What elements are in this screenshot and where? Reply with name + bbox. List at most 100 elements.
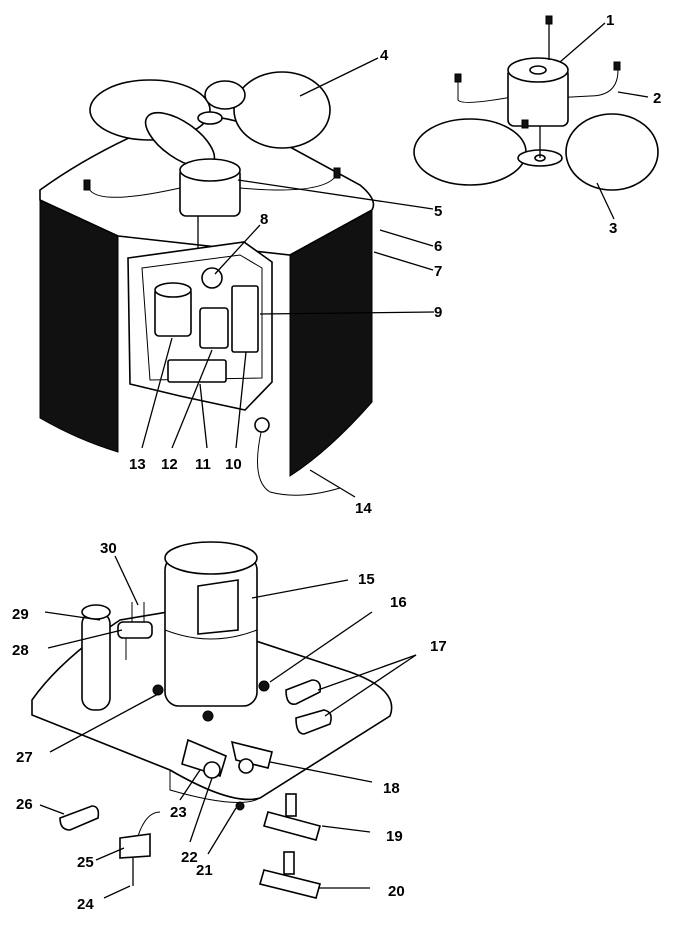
mounting-grommet <box>202 710 214 722</box>
callout-8: 8 <box>260 211 268 228</box>
condenser-cabinet-assembly <box>39 71 375 496</box>
mount-bolt <box>545 15 553 25</box>
mount-bolt <box>83 179 91 191</box>
callout-30: 30 <box>100 540 117 557</box>
mount-bolt <box>333 167 341 179</box>
mounting-grommet <box>152 684 164 696</box>
leader-line <box>259 311 435 315</box>
callout-5: 5 <box>434 203 442 220</box>
leader-line <box>95 847 125 861</box>
fan-blade <box>413 118 527 186</box>
compressor-terminal-cover <box>197 579 239 635</box>
leader-line <box>49 693 159 753</box>
suction-fitting-end <box>238 758 254 774</box>
callout-16: 16 <box>390 594 407 611</box>
gauge-port <box>203 761 221 779</box>
callout-numbers: 1 2 3 4 5 6 7 8 9 10 11 12 13 14 15 16 1… <box>12 12 661 913</box>
callout-15: 15 <box>358 571 375 588</box>
leader-line <box>317 654 417 691</box>
leader-line <box>237 179 434 210</box>
leader-line <box>559 22 606 63</box>
callout-11: 11 <box>195 456 211 473</box>
mount-bolt <box>613 61 621 71</box>
relay-coil <box>201 267 223 289</box>
liquid-valve-stem <box>285 793 297 817</box>
leader-line <box>47 629 123 649</box>
mount-bolt <box>521 119 529 129</box>
defrost-board <box>167 359 227 383</box>
callout-14: 14 <box>355 500 372 517</box>
compressor-band <box>164 629 258 640</box>
callout-29: 29 <box>12 606 29 623</box>
fan-motor-top <box>179 158 241 182</box>
base-and-compressor-assembly <box>31 541 393 899</box>
callout-20: 20 <box>388 883 405 900</box>
leader-line <box>179 769 201 801</box>
leader-line <box>39 804 65 815</box>
leader-line <box>114 555 139 606</box>
reversing-valve-tubes <box>125 602 145 660</box>
callout-13: 13 <box>129 456 146 473</box>
refrigerant-line <box>257 427 341 496</box>
leader-line <box>596 182 615 220</box>
leader-line <box>103 885 131 899</box>
control-box-inner <box>141 254 263 381</box>
right-coil <box>289 209 373 477</box>
compressor-top <box>164 541 258 575</box>
motor-detail-assembly <box>413 15 659 191</box>
leader-line <box>141 337 173 449</box>
callout-7: 7 <box>434 263 442 280</box>
leader-line <box>251 579 349 599</box>
callout-4: 4 <box>380 47 389 64</box>
callout-1: 1 <box>606 12 614 29</box>
pressure-switch-wire <box>137 811 161 837</box>
callout-19: 19 <box>386 828 403 845</box>
callout-18: 18 <box>383 780 400 797</box>
callout-2: 2 <box>653 90 661 107</box>
mount-bolt <box>454 73 462 83</box>
leader-line <box>44 611 101 621</box>
liquid-line-valve <box>263 811 321 841</box>
suction-line-valve <box>259 869 321 899</box>
filter-drier <box>285 679 322 706</box>
base-pan-edge <box>31 714 391 803</box>
check-valve-body <box>59 805 100 831</box>
callout-21: 21 <box>196 862 213 879</box>
callout-17: 17 <box>430 638 447 655</box>
contactor <box>199 307 229 349</box>
leader-line <box>207 807 237 855</box>
leader-line <box>214 224 261 275</box>
fan-blade <box>204 80 246 110</box>
callout-3: 3 <box>609 220 617 237</box>
leader-line <box>299 57 379 97</box>
callout-24: 24 <box>77 896 94 913</box>
leader-lines <box>39 22 649 899</box>
motor-mount-bracket <box>457 69 619 126</box>
callout-6: 6 <box>434 238 442 255</box>
callout-9: 9 <box>434 304 442 321</box>
left-coil <box>39 199 119 453</box>
callout-10: 10 <box>225 456 242 473</box>
leader-line <box>189 777 213 843</box>
terminal-block <box>231 285 259 353</box>
leader-line <box>321 825 371 833</box>
leader-line <box>171 349 213 449</box>
leader-line <box>235 351 247 449</box>
leader-line <box>324 654 417 717</box>
pressure-switch <box>119 833 151 859</box>
callout-28: 28 <box>12 642 29 659</box>
leader-line <box>373 251 434 271</box>
valve-core <box>235 801 245 811</box>
mounting-grommet <box>258 680 270 692</box>
leader-line <box>617 91 649 98</box>
leader-line <box>309 469 356 498</box>
leader-line <box>379 229 434 247</box>
suction-valve-stem <box>283 851 295 875</box>
callout-25: 25 <box>77 854 94 871</box>
leader-line <box>269 611 373 683</box>
filter-drier <box>295 709 332 735</box>
fan-blade <box>565 113 659 191</box>
callout-23: 23 <box>170 804 187 821</box>
